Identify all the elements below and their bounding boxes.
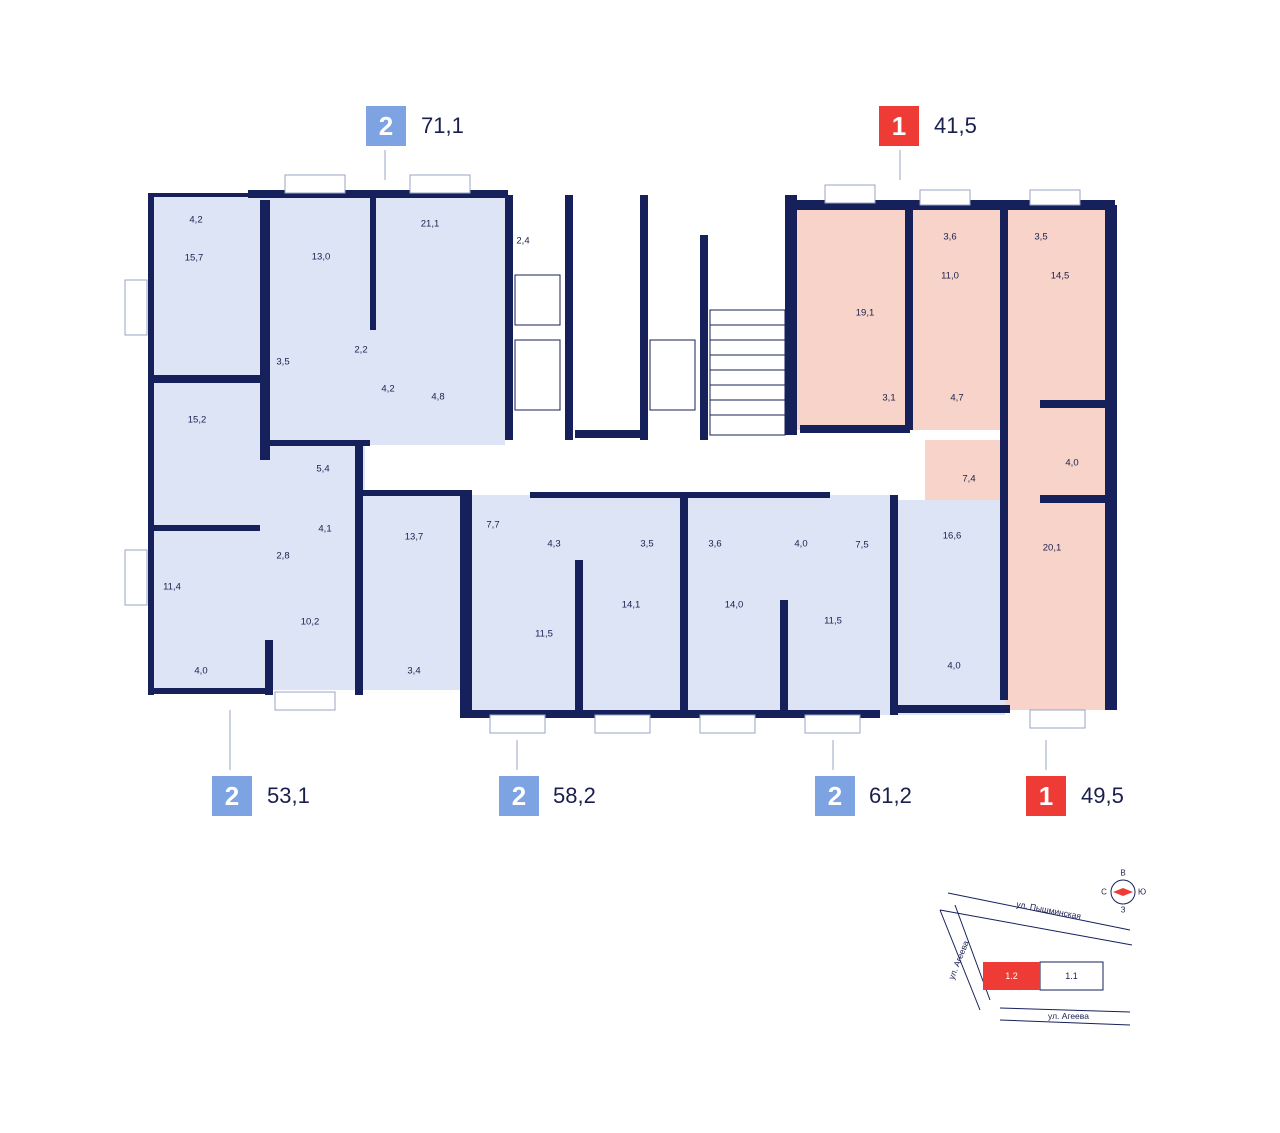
apartment-area-58: 58,2	[553, 783, 596, 808]
room-label: 13,7	[404, 531, 424, 543]
room-label: 3,5	[276, 356, 290, 368]
room-label: 4,2	[381, 383, 395, 395]
room-label: 14,5	[1050, 270, 1070, 282]
apartment-badge-61: 2	[815, 776, 855, 816]
room-label: 14,1	[621, 599, 641, 611]
apt-fill-53	[150, 445, 365, 690]
apartment-badge-49: 1	[1026, 776, 1066, 816]
room-label: 13,0	[311, 251, 331, 263]
room-label: 2,2	[354, 344, 368, 356]
apt-fill-49	[1005, 205, 1115, 710]
walls	[148, 190, 1117, 718]
room-label: 3,1	[882, 392, 896, 404]
room-label: 4,3	[547, 538, 561, 550]
apartment-area-61: 61,2	[869, 783, 912, 808]
apt-fill-41	[795, 205, 1005, 430]
apartment-badge-58: 2	[499, 776, 539, 816]
room-label: 7,4	[962, 473, 976, 485]
apartment-badge-41: 1	[879, 106, 919, 146]
room-label: 4,0	[947, 660, 961, 672]
room-label: 5,4	[316, 463, 330, 475]
apt-fill-71	[150, 195, 505, 445]
room-label: 3,4	[407, 665, 421, 677]
room-label: 16,6	[942, 530, 962, 542]
compass-label-west: С	[1101, 887, 1107, 897]
leader-lines	[229, 150, 1047, 770]
windows	[124, 174, 1086, 734]
apt-fill-49b	[925, 440, 1010, 500]
site-building-current-fill	[983, 962, 1040, 990]
room-label: 15,7	[184, 252, 204, 264]
apartment-area-41: 41,5	[934, 113, 977, 138]
room-label: 7,5	[855, 539, 869, 551]
room-label: 4,1	[318, 523, 332, 535]
compass-label-east: Ю	[1137, 887, 1147, 897]
room-label: 11,5	[535, 628, 553, 640]
room-label: 14,0	[724, 599, 744, 611]
site-building-current: 1.2	[1005, 971, 1018, 981]
room-label: 3,5	[640, 538, 654, 550]
room-label: 21,1	[420, 218, 440, 230]
apartment-area-71: 71,1	[421, 113, 464, 138]
street-label-bottom: ул. Агеева	[1048, 1011, 1089, 1021]
room-label: 4,0	[1065, 457, 1079, 469]
room-label: 3,5	[1034, 231, 1048, 243]
room-label: 3,6	[708, 538, 722, 550]
room-label: 2,8	[276, 550, 290, 562]
room-label: 4,2	[189, 214, 203, 226]
apartment-badge-71: 2	[366, 106, 406, 146]
compass-label-north: В	[1120, 868, 1126, 878]
apt-fill-61b	[890, 500, 1005, 715]
apt-fill-53b	[365, 495, 465, 690]
room-label: 11,0	[941, 270, 959, 282]
room-label: 7,7	[486, 519, 500, 531]
site-building-other: 1.1	[1065, 971, 1078, 981]
room-label: 11,4	[163, 581, 181, 593]
apartment-area-53: 53,1	[267, 783, 310, 808]
room-label: 4,8	[431, 391, 445, 403]
compass-label-south: З	[1120, 905, 1126, 915]
room-label: 3,6	[943, 231, 957, 243]
room-label: 15,2	[187, 414, 207, 426]
apartment-fills	[150, 195, 1115, 715]
stair-core	[514, 274, 786, 436]
room-label: 2,4	[516, 235, 530, 247]
room-label: 4,0	[194, 665, 208, 677]
apartment-area-49: 49,5	[1081, 783, 1124, 808]
room-label: 19,1	[855, 307, 875, 319]
room-label: 20,1	[1042, 542, 1062, 554]
room-label: 11,5	[824, 615, 842, 627]
room-label: 4,0	[794, 538, 808, 550]
compass-icon	[1110, 879, 1136, 905]
apartment-badge-53: 2	[212, 776, 252, 816]
room-label: 4,7	[950, 392, 964, 404]
room-label: 10,2	[300, 616, 320, 628]
